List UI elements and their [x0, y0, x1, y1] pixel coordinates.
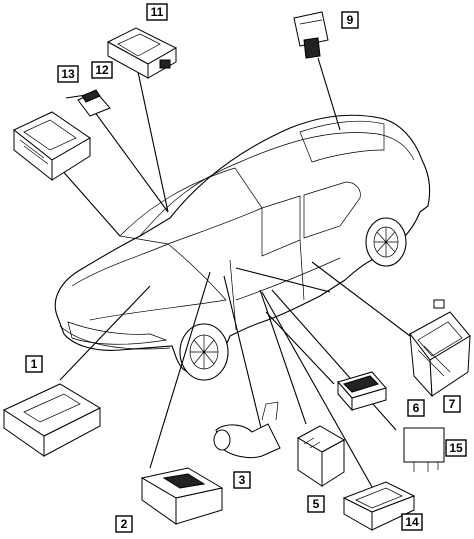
svg-text:6: 6 — [413, 401, 420, 415]
module-7-icon — [409, 299, 471, 398]
callout-12: 12 — [91, 61, 113, 79]
module-1-icon — [2, 383, 102, 457]
car-rear-window — [299, 120, 385, 163]
callout-9: 9 — [341, 11, 359, 29]
car-front-wheel — [179, 323, 229, 381]
callout-7: 7 — [443, 395, 461, 413]
svg-text:2: 2 — [121, 517, 128, 531]
callout-14: 14 — [401, 513, 423, 531]
callout-5: 5 — [307, 495, 325, 513]
relay-15-icon — [403, 427, 445, 472]
svg-text:5: 5 — [313, 497, 320, 511]
svg-text:7: 7 — [449, 397, 456, 411]
module-14-icon — [342, 481, 416, 531]
car-windshield — [119, 167, 263, 245]
svg-text:13: 13 — [61, 67, 75, 81]
callout-13: 13 — [57, 65, 79, 83]
svg-text:14: 14 — [405, 515, 419, 529]
callout-15: 15 — [445, 439, 467, 457]
svg-text:9: 9 — [347, 13, 354, 27]
car-side-window-rear — [303, 181, 361, 239]
svg-text:1: 1 — [31, 357, 38, 371]
module-11-icon — [106, 27, 178, 79]
callout-6: 6 — [407, 399, 425, 417]
control-module-2-icon — [140, 467, 224, 525]
callout-2: 2 — [115, 515, 133, 533]
svg-text:12: 12 — [95, 63, 109, 77]
sensor-9-icon — [293, 11, 329, 59]
sensor-12-icon — [77, 89, 111, 117]
module-6-icon — [337, 371, 387, 412]
sedan-illustration — [54, 114, 431, 381]
svg-text:11: 11 — [151, 5, 164, 19]
callout-3: 3 — [233, 471, 251, 489]
callout-1: 1 — [25, 355, 43, 373]
sensor-3-icon — [213, 401, 281, 459]
car-bumper — [59, 325, 171, 350]
car-hood — [71, 243, 227, 321]
car-rear-wheel — [365, 217, 407, 267]
svg-text:3: 3 — [239, 473, 246, 487]
module-13-icon — [13, 111, 91, 182]
relay-5-icon — [296, 425, 346, 487]
car-roofline — [139, 132, 415, 237]
svg-text:15: 15 — [449, 441, 463, 455]
leader-lines — [59, 57, 411, 495]
callout-11: 11 — [146, 3, 168, 21]
